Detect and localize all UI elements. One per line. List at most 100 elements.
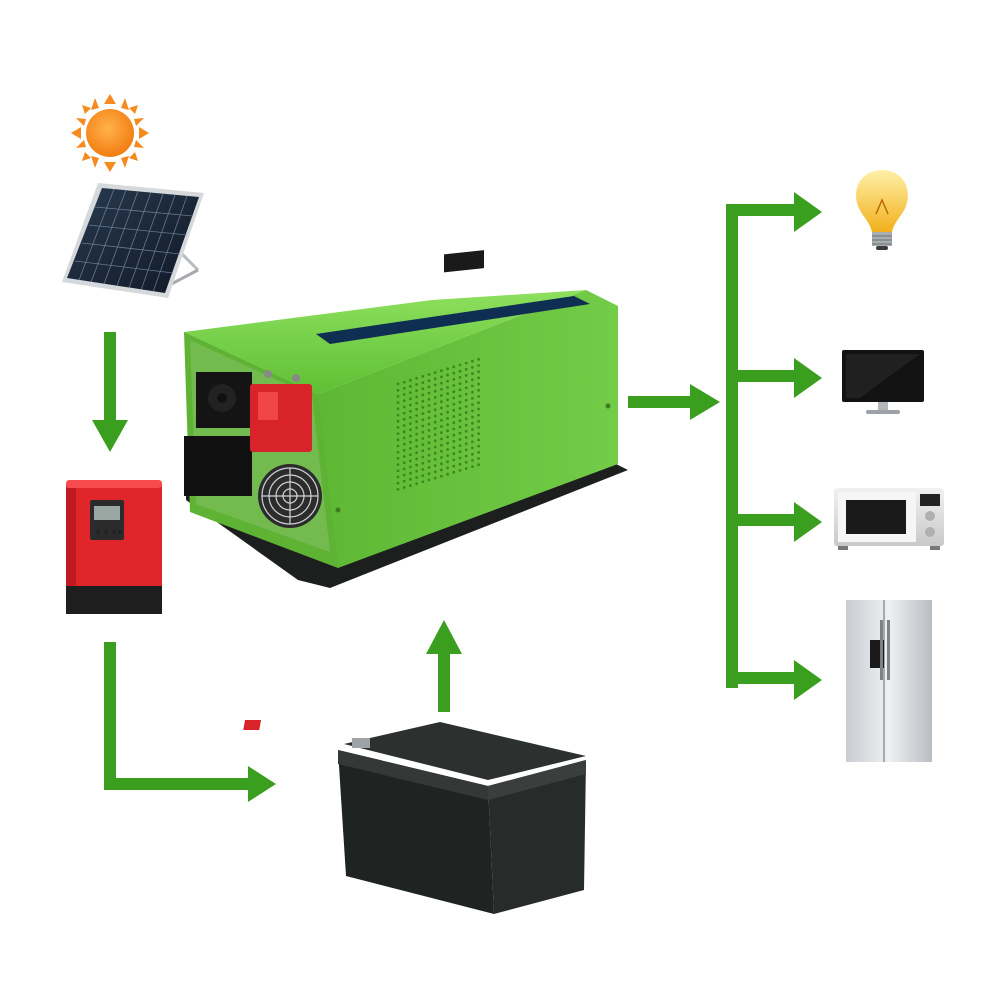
vent-hole [464, 448, 468, 452]
vent-hole [452, 446, 456, 449]
vent-hole [421, 468, 425, 471]
vent-hole [477, 370, 480, 374]
vent-hole [402, 436, 406, 440]
vent-hole [464, 436, 468, 439]
vent-hole [402, 424, 406, 427]
vent-hole [409, 459, 412, 463]
vent-hole [396, 463, 400, 466]
arrow-to-refrigerator [726, 660, 822, 700]
vent-hole [477, 444, 480, 448]
vent-hole [440, 400, 443, 404]
light-bulb-icon [856, 170, 908, 250]
monitor-icon [842, 350, 924, 414]
vent-hole [452, 377, 456, 381]
vent-hole [402, 467, 406, 471]
vent-hole [446, 398, 449, 402]
vent-hole [477, 432, 480, 436]
vent-hole [409, 440, 412, 444]
vent-hole [421, 437, 425, 440]
vent-hole [446, 423, 449, 426]
inverter-icon [184, 250, 628, 588]
vent-hole [458, 419, 462, 423]
vent-hole [464, 398, 468, 402]
vent-hole [402, 455, 406, 458]
vent-hole [452, 433, 456, 437]
vent-hole [409, 447, 412, 450]
vent-hole [471, 397, 474, 400]
vent-hole [471, 372, 474, 375]
vent-hole [402, 386, 406, 390]
vent-hole [421, 424, 425, 428]
vent-hole [433, 451, 437, 455]
vent-hole [396, 413, 400, 417]
vent-hole [396, 469, 400, 473]
vent-hole [471, 366, 474, 369]
vent-hole [396, 419, 400, 423]
vent-hole [477, 407, 480, 411]
vent-hole [477, 376, 480, 380]
vent-hole [446, 448, 449, 451]
vent-hole [409, 422, 412, 425]
vent-hole [421, 449, 425, 453]
vent-hole [446, 435, 449, 439]
vent-hole [464, 429, 468, 433]
vent-hole [471, 465, 474, 468]
vent-hole [415, 451, 418, 455]
vent-hole [415, 438, 418, 442]
vent-hole [415, 395, 418, 399]
vent-hole [440, 437, 443, 441]
vent-hole [415, 457, 418, 461]
vent-hole [402, 473, 406, 477]
vent-hole [464, 423, 468, 427]
vent-hole [452, 384, 456, 387]
vent-hole [464, 361, 468, 365]
vent-hole [421, 406, 425, 409]
vent-hole [446, 466, 449, 470]
vent-hole [458, 369, 462, 373]
charge-controller-icon [66, 480, 162, 614]
vent-hole [409, 471, 412, 475]
vent-hole [415, 389, 418, 393]
vent-hole [427, 385, 431, 389]
vent-hole [409, 484, 412, 487]
vent-hole [409, 385, 412, 388]
vent-hole [402, 430, 406, 434]
vent-hole [396, 457, 400, 460]
vent-hole [402, 448, 406, 452]
vent-hole [446, 472, 449, 476]
vent-hole [396, 475, 400, 479]
vent-hole [440, 375, 443, 379]
vent-hole [440, 406, 443, 410]
vent-hole [427, 416, 431, 420]
vent-hole [452, 464, 456, 468]
arrow-controller-to-battery [104, 642, 276, 802]
vent-hole [427, 472, 431, 476]
vent-hole [471, 446, 474, 450]
vent-hole [471, 415, 474, 419]
vent-hole [415, 482, 418, 486]
vent-hole [440, 369, 443, 373]
vent-hole [458, 407, 462, 410]
vent-hole [415, 401, 418, 405]
vent-hole [471, 428, 474, 431]
vent-hole [433, 458, 437, 461]
vent-hole [477, 419, 480, 423]
vent-hole [402, 479, 406, 483]
vent-hole [458, 438, 462, 441]
vent-hole [433, 408, 437, 412]
vent-hole [433, 377, 437, 381]
vent-hole [433, 470, 437, 474]
arrow-to-monitor [738, 358, 822, 398]
vent-hole [427, 447, 431, 451]
vent-hole [452, 427, 456, 431]
vent-hole [421, 381, 425, 384]
vent-hole [464, 442, 468, 446]
vent-hole [446, 392, 449, 395]
arrow-inverter-to-loads [628, 384, 720, 420]
vent-hole [415, 469, 418, 473]
vent-hole [402, 417, 406, 421]
vent-hole [402, 411, 406, 415]
vent-hole [452, 458, 456, 462]
vent-hole [458, 394, 462, 398]
vent-hole [446, 441, 449, 445]
